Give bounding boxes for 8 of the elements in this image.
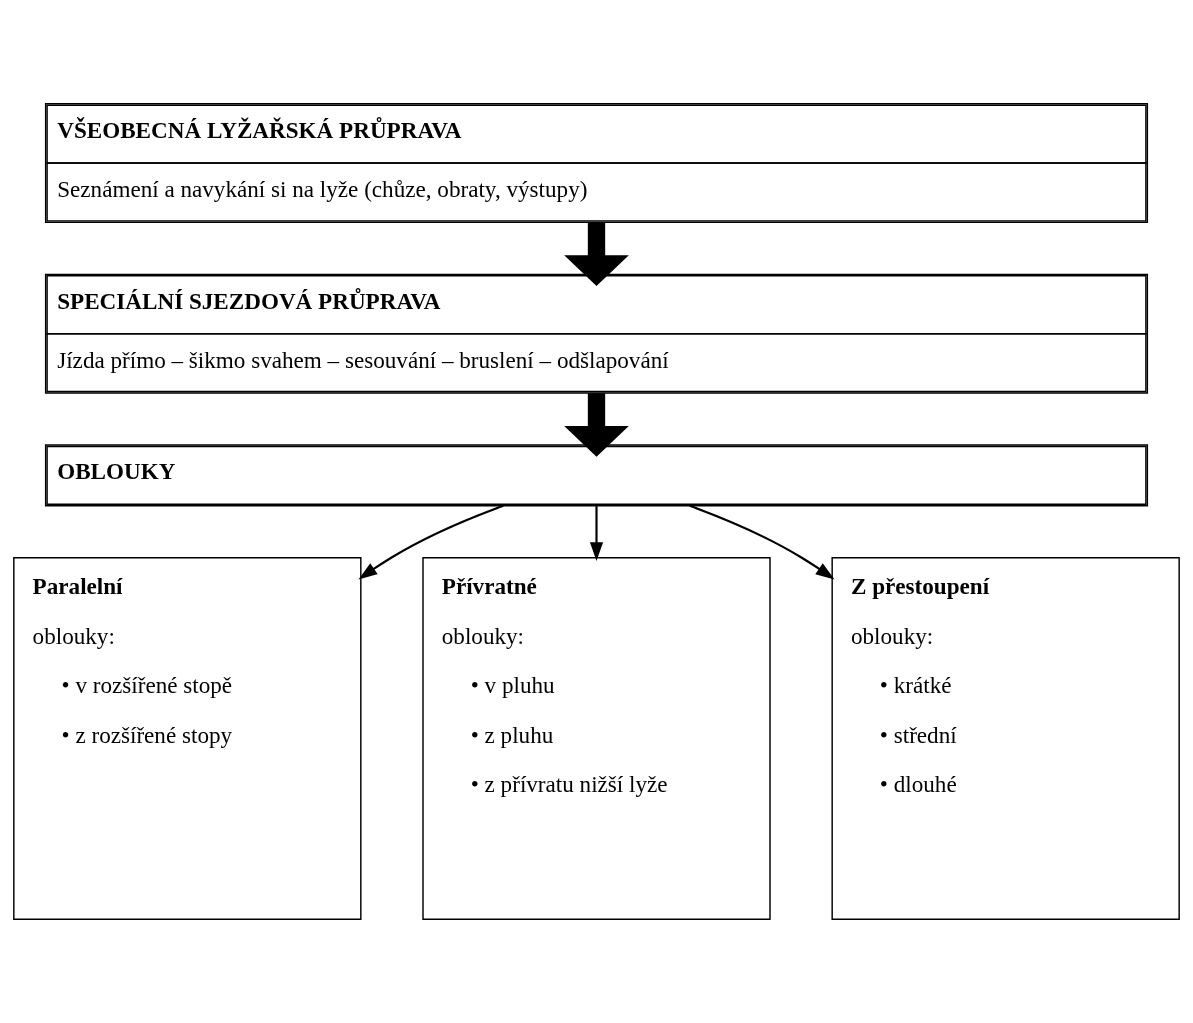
- node-box: Přívratné oblouky: • v pluhu • z pluhu • z přívratu nižší lyže: [422, 557, 771, 920]
- arrow: [689, 504, 835, 580]
- node-box: Paralelní oblouky: • v rozšířené stopě • z rozšířené stopy: [13, 557, 362, 920]
- node-box: Z přestoupení oblouky: • krátké • střední • dlouhé: [831, 557, 1180, 920]
- arrow: [358, 504, 504, 580]
- arrow: [564, 393, 629, 457]
- arrow: [564, 222, 629, 287]
- arrow: [589, 506, 604, 562]
